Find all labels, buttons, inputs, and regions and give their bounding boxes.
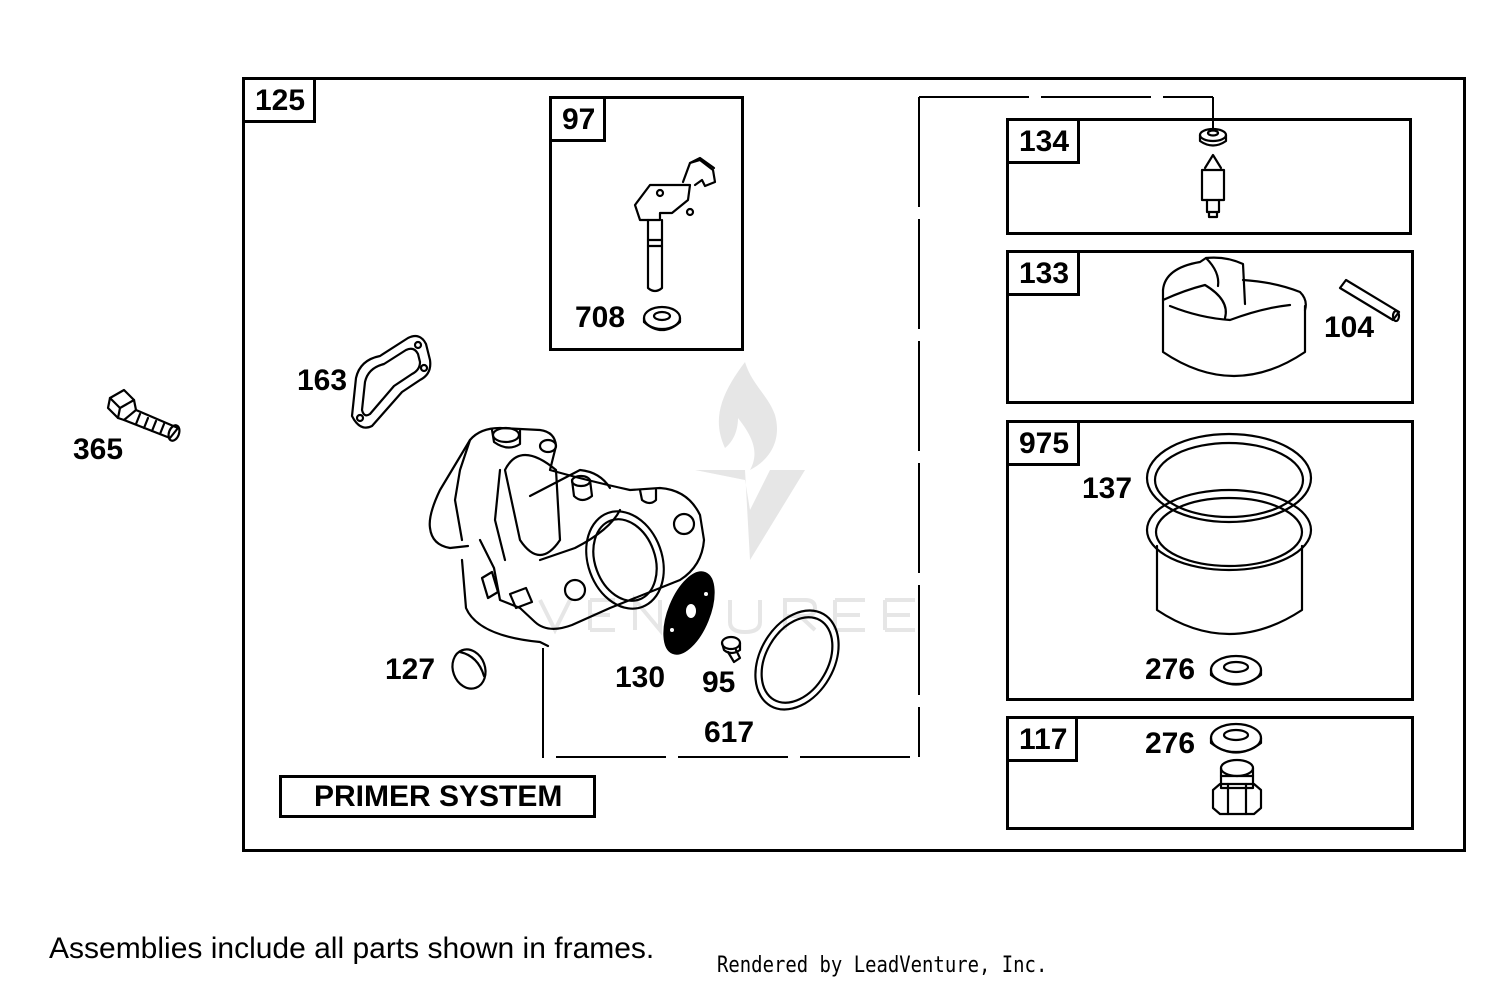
callout-276-nut: 276 xyxy=(1145,727,1196,760)
float-133-drawing xyxy=(1161,256,1307,377)
frame-plug-tag: 117 xyxy=(1009,719,1079,762)
render-credit: Rendered by LeadVenture, Inc. xyxy=(717,953,1048,978)
frame-plug: 117 xyxy=(1006,716,1414,830)
bowl-nut-117-drawing xyxy=(1211,758,1263,816)
callout-137: 137 xyxy=(1082,472,1133,505)
flame-v-logo-icon xyxy=(695,362,805,560)
diaphragm-130-drawing xyxy=(663,571,715,655)
carburetor-body-drawing xyxy=(428,426,706,648)
frame-bowl-tag: 975 xyxy=(1009,423,1081,466)
callout-617: 617 xyxy=(704,716,755,749)
frame-float: 133 xyxy=(1006,250,1414,404)
frame-needle: 134 xyxy=(1006,118,1412,235)
screw-365-drawing xyxy=(106,388,181,442)
callout-104: 104 xyxy=(1324,311,1375,344)
needle-134-drawing xyxy=(1198,127,1228,219)
frame-choke-tag: 97 xyxy=(552,99,607,142)
callout-163: 163 xyxy=(297,364,348,397)
choke-shaft-97-drawing xyxy=(633,156,717,293)
callout-95: 95 xyxy=(702,666,736,699)
assemblies-footnote: Assemblies include all parts shown in fr… xyxy=(49,932,655,965)
callout-130: 130 xyxy=(615,661,666,694)
frame-main-tag: 125 xyxy=(245,80,317,123)
washer-708-drawing xyxy=(642,305,682,332)
screw-95-drawing xyxy=(720,635,742,664)
oring-617-drawing xyxy=(754,609,840,711)
callout-365: 365 xyxy=(73,433,124,466)
pin-104-drawing xyxy=(1338,278,1401,323)
callout-708: 708 xyxy=(575,301,626,334)
frame-float-tag: 133 xyxy=(1009,253,1081,296)
part-drawings xyxy=(106,127,1401,816)
callout-127: 127 xyxy=(385,653,436,686)
washer-276b-drawing xyxy=(1209,722,1263,754)
frame-needle-tag: 134 xyxy=(1009,121,1081,164)
bowl-975-drawing xyxy=(1145,432,1313,635)
frame-main: 125 xyxy=(242,77,1466,852)
frame-bowl: 975 xyxy=(1006,420,1414,701)
frame-choke: 97 xyxy=(549,96,744,351)
leader-lines xyxy=(542,96,1214,758)
primer-system-label: PRIMER SYSTEM xyxy=(279,775,596,818)
washer-276a-drawing xyxy=(1209,654,1263,686)
plug-127-drawing xyxy=(451,648,487,690)
callout-276-bowl: 276 xyxy=(1145,653,1196,686)
gasket-163-drawing xyxy=(350,334,432,429)
